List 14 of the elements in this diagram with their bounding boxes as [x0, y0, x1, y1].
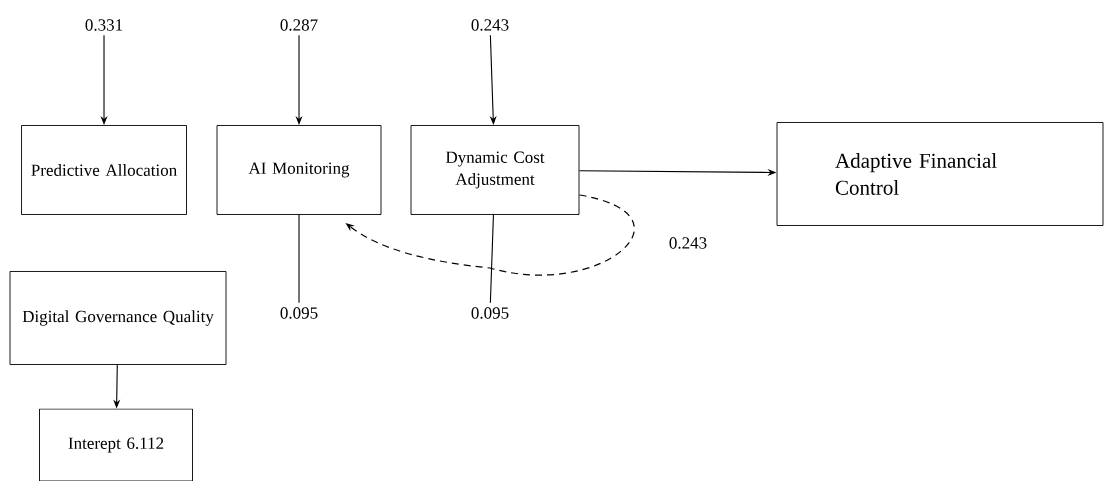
- path-line: [489, 214, 494, 304]
- variable-box: Digital Governance Quality: [9, 271, 227, 365]
- variable-box: Adaptive Financial Control: [776, 122, 1104, 226]
- variable-box: Predictive Allocation: [21, 125, 187, 215]
- coefficient-label: 0.331: [85, 19, 123, 31]
- edge-label: 0.243: [667, 236, 709, 250]
- path-line: [298, 214, 300, 304]
- variable-box: Interept 6.112: [39, 408, 193, 481]
- coefficient-label: 0.287: [280, 19, 318, 31]
- variable-box: Dynamic Cost Adjustment: [410, 125, 580, 215]
- coefficient-label: 0.243: [471, 19, 509, 31]
- coefficient-label: 0.095: [280, 307, 318, 319]
- coefficient-label: 0.095: [471, 307, 509, 319]
- variable-box: AI Monitoring: [216, 125, 382, 215]
